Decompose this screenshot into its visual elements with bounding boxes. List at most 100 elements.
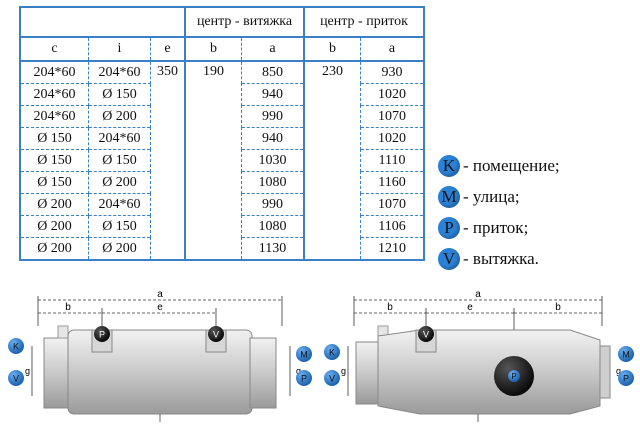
v-badge-icon: V <box>438 248 460 270</box>
side-marker-p-right: P <box>296 370 312 386</box>
group-header-vytyazhka: центр - витяжка <box>184 6 305 38</box>
cell-b-vytyazhka: 190 <box>184 60 242 261</box>
dim-a-label: a <box>157 289 163 300</box>
cell-c: 204*60 <box>19 83 89 106</box>
legend-item-m: M - улица; <box>438 186 520 208</box>
cell-a-pritok: 1020 <box>360 83 425 106</box>
cell-a-vytyazhka: 990 <box>241 193 305 216</box>
table-row: Ø 150 Ø 150 1030 1110 <box>19 149 425 172</box>
legend-text: - приток; <box>463 218 529 237</box>
unit-drawing-right: a b e b c i g g V P K V M P <box>324 289 634 422</box>
cell-c: 204*60 <box>19 105 89 128</box>
v-port-icon: V <box>423 330 429 340</box>
cell-e: 350 <box>150 60 186 261</box>
col-header-a-pritok: a <box>360 36 425 62</box>
port-v-top: V <box>418 326 434 342</box>
cell-a-vytyazhka: 850 <box>241 60 305 84</box>
cell-i: Ø 200 <box>88 105 151 128</box>
table-column-header-row: c i e b a b a <box>19 36 425 62</box>
cell-a-vytyazhka: 940 <box>241 83 305 106</box>
k-marker-icon: K <box>329 348 335 358</box>
cell-i: 204*60 <box>88 127 151 150</box>
cell-b-pritok: 230 <box>303 60 361 261</box>
cell-i: Ø 200 <box>88 237 151 261</box>
legend-item-k: K - помещение; <box>438 155 560 177</box>
cell-a-vytyazhka: 1080 <box>241 171 305 194</box>
cell-i: 204*60 <box>88 60 151 84</box>
col-header-i: i <box>88 36 151 62</box>
side-marker-k-left: K <box>8 338 24 354</box>
legend-item-v: V - вытяжка. <box>438 248 539 270</box>
cell-a-vytyazhka: 1080 <box>241 215 305 238</box>
cell-a-vytyazhka: 940 <box>241 127 305 150</box>
dim-b-label: b <box>65 302 71 313</box>
cell-a-pritok: 1160 <box>360 171 425 194</box>
m-marker-icon: M <box>622 350 630 360</box>
cell-c: 204*60 <box>19 60 89 84</box>
dim-a-label: a <box>475 289 481 300</box>
cell-c: Ø 150 <box>19 149 89 172</box>
table-row: Ø 150 Ø 200 1080 1160 <box>19 171 425 194</box>
p-badge-icon: P <box>438 217 460 239</box>
p-port-icon: P <box>511 372 516 381</box>
legend-item-p: P - приток; <box>438 217 528 239</box>
v-marker-icon: V <box>329 374 335 384</box>
table-row: 204*60 204*60 350 190 850 230 930 <box>19 60 425 261</box>
cell-c: Ø 150 <box>19 127 89 150</box>
dim-g-right-label: g <box>616 366 621 376</box>
cell-a-pritok: 1110 <box>360 149 425 172</box>
table-row: Ø 200 Ø 150 1080 1106 <box>19 215 425 238</box>
unit-drawing-left: a b e c i g g P V K V M P <box>8 289 312 422</box>
cell-i: Ø 150 <box>88 215 151 238</box>
cell-a-pritok: 1020 <box>360 127 425 150</box>
side-marker-m-right: M <box>296 346 312 362</box>
cell-a-pritok: 1070 <box>360 105 425 128</box>
col-header-b-pritok: b <box>303 36 361 62</box>
group-header-pritok: центр - приток <box>303 6 425 38</box>
legend-text: - вытяжка. <box>463 249 539 268</box>
dim-e-label: e <box>467 302 473 313</box>
side-marker-p-right: P <box>618 370 634 386</box>
v-marker-icon: V <box>13 374 19 384</box>
side-marker-v-left: V <box>8 370 24 386</box>
cell-a-vytyazhka: 990 <box>241 105 305 128</box>
col-header-e: e <box>150 36 186 62</box>
dim-b-right-label: b <box>555 302 561 313</box>
table-group-header-row: центр - витяжка центр - приток <box>19 6 425 38</box>
unit-body-left <box>43 325 277 422</box>
port-p-side: P <box>494 356 534 396</box>
cell-a-pritok: 930 <box>360 60 425 84</box>
col-header-a-vytyazhka: a <box>241 36 305 62</box>
m-marker-icon: M <box>300 350 308 360</box>
side-marker-m-right: M <box>618 346 634 362</box>
unit-body-right <box>355 325 611 422</box>
cell-a-vytyazhka: 1130 <box>241 237 305 261</box>
dim-g-left-label: g <box>25 366 30 376</box>
port-v-top: V <box>208 326 224 342</box>
table-row: Ø 200 Ø 200 1130 1210 <box>19 237 425 261</box>
side-marker-v-left: V <box>324 370 340 386</box>
cell-c: Ø 200 <box>19 215 89 238</box>
dim-g-right-label: g <box>296 366 301 376</box>
cell-a-vytyazhka: 1030 <box>241 149 305 172</box>
k-marker-icon: K <box>13 342 19 352</box>
table-empty-header <box>19 6 186 38</box>
cell-a-pritok: 1210 <box>360 237 425 261</box>
col-header-c: c <box>19 36 89 62</box>
cell-i: Ø 150 <box>88 149 151 172</box>
side-marker-k-left: K <box>324 344 340 360</box>
port-p-top: P <box>94 326 110 342</box>
p-marker-icon: P <box>623 374 629 384</box>
cell-i: 204*60 <box>88 193 151 216</box>
legend-text: - улица; <box>463 187 520 206</box>
m-badge-icon: M <box>438 186 460 208</box>
cell-c: Ø 200 <box>19 193 89 216</box>
dimension-lines <box>31 296 291 396</box>
dim-e-label: e <box>157 302 163 313</box>
col-header-b-vytyazhka: b <box>184 36 242 62</box>
cell-a-pritok: 1106 <box>360 215 425 238</box>
cell-c: Ø 200 <box>19 237 89 261</box>
k-badge-icon: K <box>438 155 460 177</box>
cell-c: Ø 150 <box>19 171 89 194</box>
p-port-icon: P <box>99 330 105 340</box>
